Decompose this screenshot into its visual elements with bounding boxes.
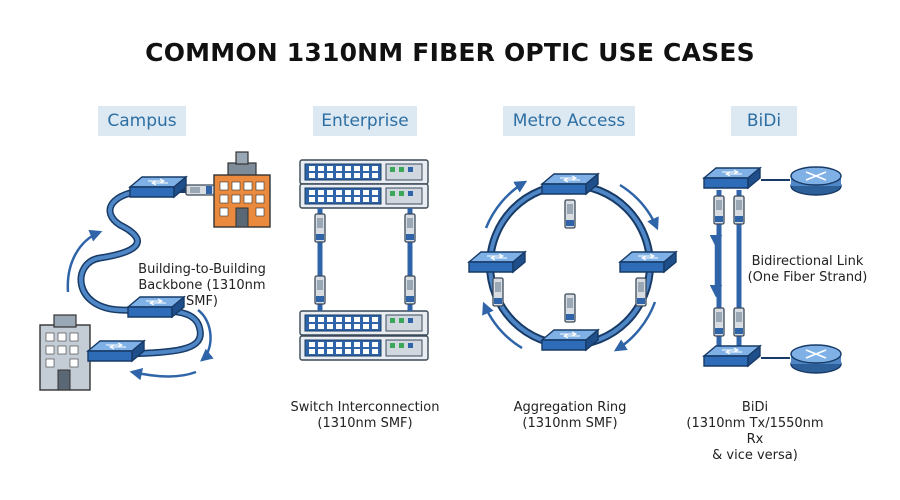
rack-switch-icon [299, 310, 429, 336]
switch-icon [541, 329, 599, 351]
bidi-caption-line1: BiDi [741, 400, 769, 415]
arrow-icon [482, 301, 523, 350]
campus-diagram [39, 151, 271, 391]
sfp-transceiver-icon [404, 275, 416, 305]
rack-switch-icon [299, 159, 429, 185]
sfp-transceiver-icon [492, 277, 504, 307]
tag-bidi: BiDi [731, 106, 797, 136]
switch-icon [468, 251, 526, 273]
tag-metro-access: Metro Access [503, 106, 635, 136]
arrow-icon [197, 309, 214, 362]
campus-link-label: Building-to-Building Backbone (1310nm SM… [122, 262, 282, 310]
router-icon [790, 344, 842, 374]
enterprise-caption-line1: Switch Interconnection [290, 400, 440, 415]
bidi-diagram [703, 166, 842, 374]
sfp-transceiver-icon [713, 307, 725, 337]
campus-caption-line2: Backbone (1310nm SMF) [138, 278, 266, 309]
switch-icon [703, 167, 761, 189]
page-title: COMMON 1310NM FIBER OPTIC USE CASES [145, 38, 755, 67]
arrow-icon [484, 180, 528, 229]
bidi-link-line1: Bidirectional Link [751, 254, 864, 269]
sfp-transceiver-icon [733, 307, 745, 337]
bidi-caption-line2: (1310nm Tx/1550nm Rx [686, 416, 824, 447]
metro-caption-line1: Aggregation Ring [513, 400, 627, 415]
sfp-transceiver-icon [713, 195, 725, 225]
building-icon [39, 314, 91, 391]
switch-icon [619, 251, 677, 273]
building-icon [213, 151, 271, 228]
arrow-icon [129, 367, 197, 381]
sfp-transceiver-icon [404, 213, 416, 243]
sfp-transceiver-icon [733, 195, 745, 225]
switch-icon [87, 340, 145, 362]
metro-caption: Aggregation Ring (1310nm SMF) [490, 400, 650, 432]
arrow-icon [619, 183, 659, 231]
tag-campus: Campus [98, 106, 186, 136]
campus-caption-line1: Building-to-Building [138, 262, 266, 277]
router-icon [790, 166, 842, 196]
sfp-transceiver-icon [564, 199, 576, 229]
sfp-transceiver-icon [314, 275, 326, 305]
sfp-transceiver-icon [564, 293, 576, 323]
sfp-transceiver-icon [314, 213, 326, 243]
switch-icon [541, 173, 599, 195]
enterprise-caption-line2: (1310nm SMF) [317, 416, 413, 431]
sfp-transceiver-icon [185, 184, 215, 196]
metro-caption-line2: (1310nm SMF) [522, 416, 618, 431]
metro-diagram [468, 173, 677, 352]
enterprise-diagram [299, 159, 429, 361]
enterprise-caption: Switch Interconnection (1310nm SMF) [285, 400, 445, 432]
rack-switch-icon [299, 183, 429, 209]
switch-icon [703, 345, 761, 367]
rack-switch-icon [299, 335, 429, 361]
sfp-transceiver-icon [635, 277, 647, 307]
tag-enterprise: Enterprise [313, 106, 417, 136]
bidi-caption-line3: & vice versa) [712, 448, 798, 463]
arrow-icon [613, 301, 657, 352]
switch-icon [129, 176, 187, 198]
arrow-icon [66, 229, 103, 293]
bidi-caption: BiDi (1310nm Tx/1550nm Rx & vice versa) [680, 400, 830, 464]
bidi-link-label: Bidirectional Link (One Fiber Strand) [745, 254, 870, 286]
bidi-link-line2: (One Fiber Strand) [747, 270, 868, 285]
